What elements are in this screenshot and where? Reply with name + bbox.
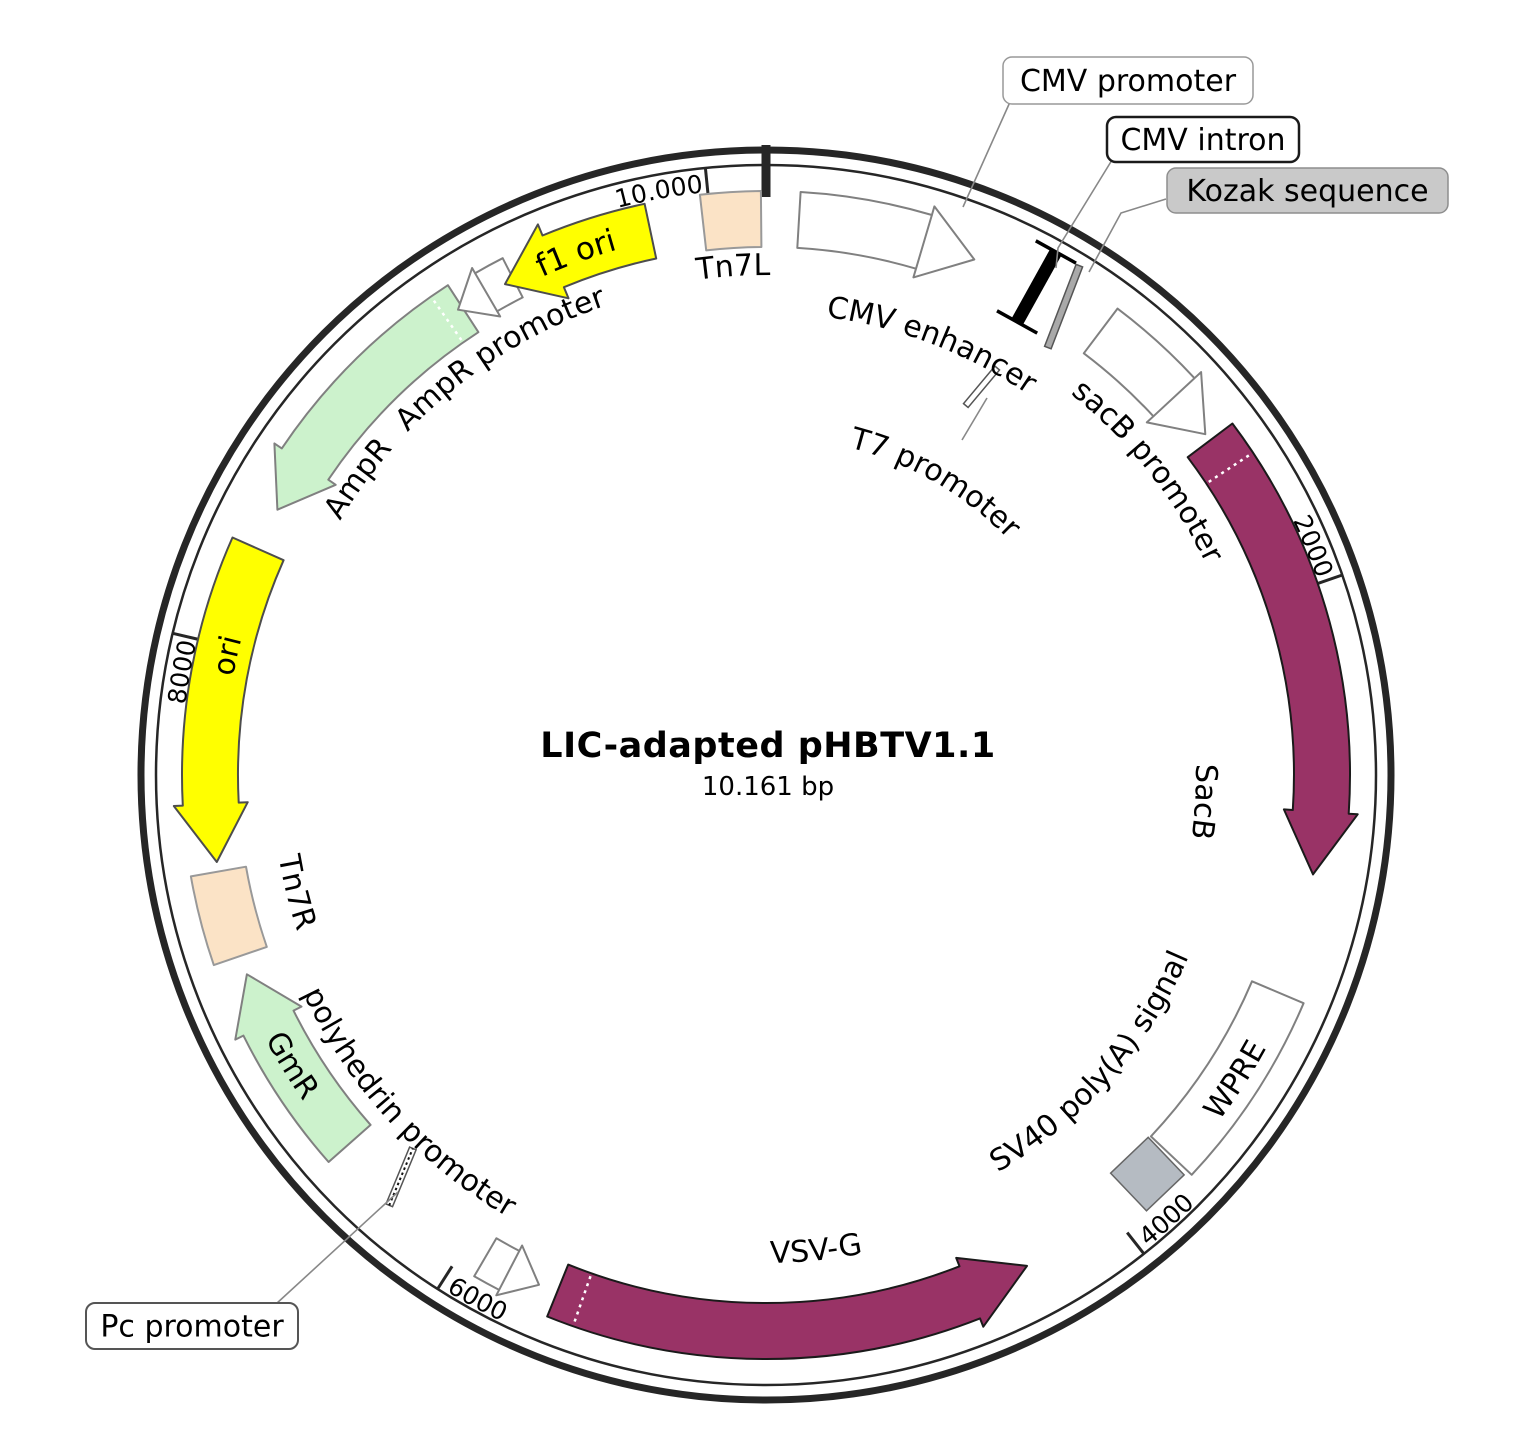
feature-ampr-promoter-arrow-head-base <box>474 272 499 312</box>
tick-6000 <box>436 1265 454 1290</box>
callout-kozak-label: Kozak sequence <box>1186 174 1428 209</box>
label-tn7l: Tn7L <box>693 248 771 288</box>
label-tn7r: Tn7R <box>271 851 323 934</box>
callout-kozak-box <box>1166 167 1449 214</box>
feature-sacb-promoter-arrow-head-base <box>1152 377 1196 418</box>
label-t7-promoter-path <box>597 437 1104 775</box>
feature-cmv-enhancer <box>796 191 976 279</box>
feature-ampr-cds <box>273 284 480 511</box>
marker-cmv-promoter-ibeam-cap0 <box>996 309 1039 335</box>
feature-tn7l-box <box>698 190 763 252</box>
feature-polyhedrin-promoter-arrow <box>473 1237 540 1297</box>
feature-ampr-cds-dotted-junction <box>431 298 463 341</box>
marker-pc-promoter-slash <box>385 1146 418 1208</box>
marker-cmv-promoter-ibeam-cap1 <box>1034 239 1077 265</box>
tick-label-10.000: 10.000 <box>612 169 704 213</box>
label-cmv-enhancer: CMV enhancer <box>825 290 1044 401</box>
feature-cmv-enhancer-head-base <box>915 214 933 269</box>
tick-4000 <box>1126 1231 1146 1255</box>
callout-pc-promoter-box <box>85 1302 299 1350</box>
feature-gmr-cds <box>234 973 372 1163</box>
feature-polyhedrin-promoter-arrow-head-base <box>498 1250 521 1291</box>
callout-kozak-leader <box>1088 198 1167 273</box>
tick-2000 <box>1316 573 1343 586</box>
callout-pc-promoter-leader <box>275 1191 399 1305</box>
plasmid-size: 10.161 bp <box>701 772 835 802</box>
marker-sv40-polya-square <box>1109 1136 1186 1212</box>
feature-vsv-g-cds <box>546 1256 1028 1360</box>
label-polyhedrin-path <box>254 621 877 1287</box>
tick-8000 <box>172 631 200 641</box>
callout-cmv-promoter-box <box>1002 56 1254 105</box>
feature-sacb-promoter-arrow <box>1082 307 1207 436</box>
plasmid-name: LIC-adapted pHBTV1.1 <box>540 726 996 766</box>
feature-tn7r-box <box>189 865 268 967</box>
callout-cmv-intron-label: CMV intron <box>1120 123 1285 158</box>
feature-ori-arrow <box>172 536 285 863</box>
label-wpre-path <box>736 516 1336 1345</box>
callout-cmv-intron-leader <box>1055 159 1113 269</box>
marker-pc-promoter-slash-dots <box>388 1148 414 1206</box>
marker-t7-promoter-slash <box>962 365 1001 409</box>
label-t7-promoter: T7 promoter <box>846 421 1028 545</box>
label-vsv-g: VSV-G <box>770 1227 865 1271</box>
marker-cmv-promoter-ibeam-bar <box>1011 248 1062 326</box>
callout-cmv-promoter-label: CMV promoter <box>1020 64 1237 99</box>
callout-pc-promoter-label: Pc promoter <box>100 1310 284 1345</box>
label-ori: ori <box>206 632 249 678</box>
feature-f1-ori-arrow <box>504 202 658 300</box>
marker-cmv-intron-slash <box>1043 263 1084 350</box>
plasmid-title-block: LIC-adapted pHBTV1.1 10.161 bp <box>0 726 1536 802</box>
callout-cmv-intron-box <box>1105 115 1301 164</box>
feature-sacb-cds <box>1186 422 1359 876</box>
feature-ampr-promoter-arrow <box>457 257 524 318</box>
tick-10.000 <box>703 167 710 196</box>
feature-sacb-cds-dotted-junction <box>1208 453 1252 483</box>
feature-wpre-box <box>1149 980 1305 1176</box>
leader-t7-promoter <box>961 397 988 441</box>
feature-vsv-g-cds-dotted-junction <box>572 1275 592 1324</box>
callout-cmv-promoter-leader <box>962 101 1011 208</box>
